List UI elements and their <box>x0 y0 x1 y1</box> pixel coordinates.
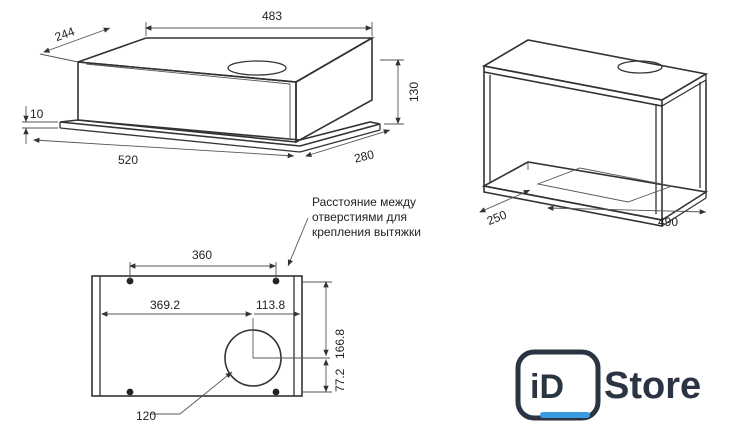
hole-spacing-note: Расстояние между отверстиями для креплен… <box>287 195 421 267</box>
logo-accent <box>540 412 590 418</box>
dim-369-2: 369.2 <box>150 298 180 312</box>
hood-box-isometric <box>59 36 381 153</box>
note-line-1: Расстояние между <box>312 195 416 209</box>
dim-10: 10 <box>30 107 44 121</box>
dimensions-top-right: 250 490 <box>479 189 707 229</box>
dimensions-bottom: 360 369.2 113.8 166.8 77.2 120 <box>101 248 347 423</box>
note-line-3: крепления вытяжки <box>312 225 421 239</box>
plan-view <box>91 275 330 397</box>
dim-113-8: 113.8 <box>256 298 285 312</box>
logo-store-text: Store <box>604 365 701 407</box>
frame-isometric <box>481 39 709 227</box>
logo-id-text: iD <box>530 368 564 406</box>
dim-520: 520 <box>118 153 138 167</box>
dimensions-top-left: 244 483 130 10 520 280 <box>22 9 421 167</box>
dim-250: 250 <box>485 207 509 228</box>
dim-483: 483 <box>262 9 282 23</box>
dim-120: 120 <box>136 409 156 423</box>
idstore-logo: iD Store <box>515 349 701 421</box>
dim-280: 280 <box>353 147 376 166</box>
dim-77-2: 77.2 <box>333 368 347 392</box>
dim-166-8: 166.8 <box>333 329 347 359</box>
dim-244: 244 <box>53 24 77 44</box>
dim-490: 490 <box>658 215 678 229</box>
note-line-2: отверстиями для <box>312 210 407 224</box>
dim-130: 130 <box>407 82 421 102</box>
dim-360: 360 <box>192 248 212 262</box>
